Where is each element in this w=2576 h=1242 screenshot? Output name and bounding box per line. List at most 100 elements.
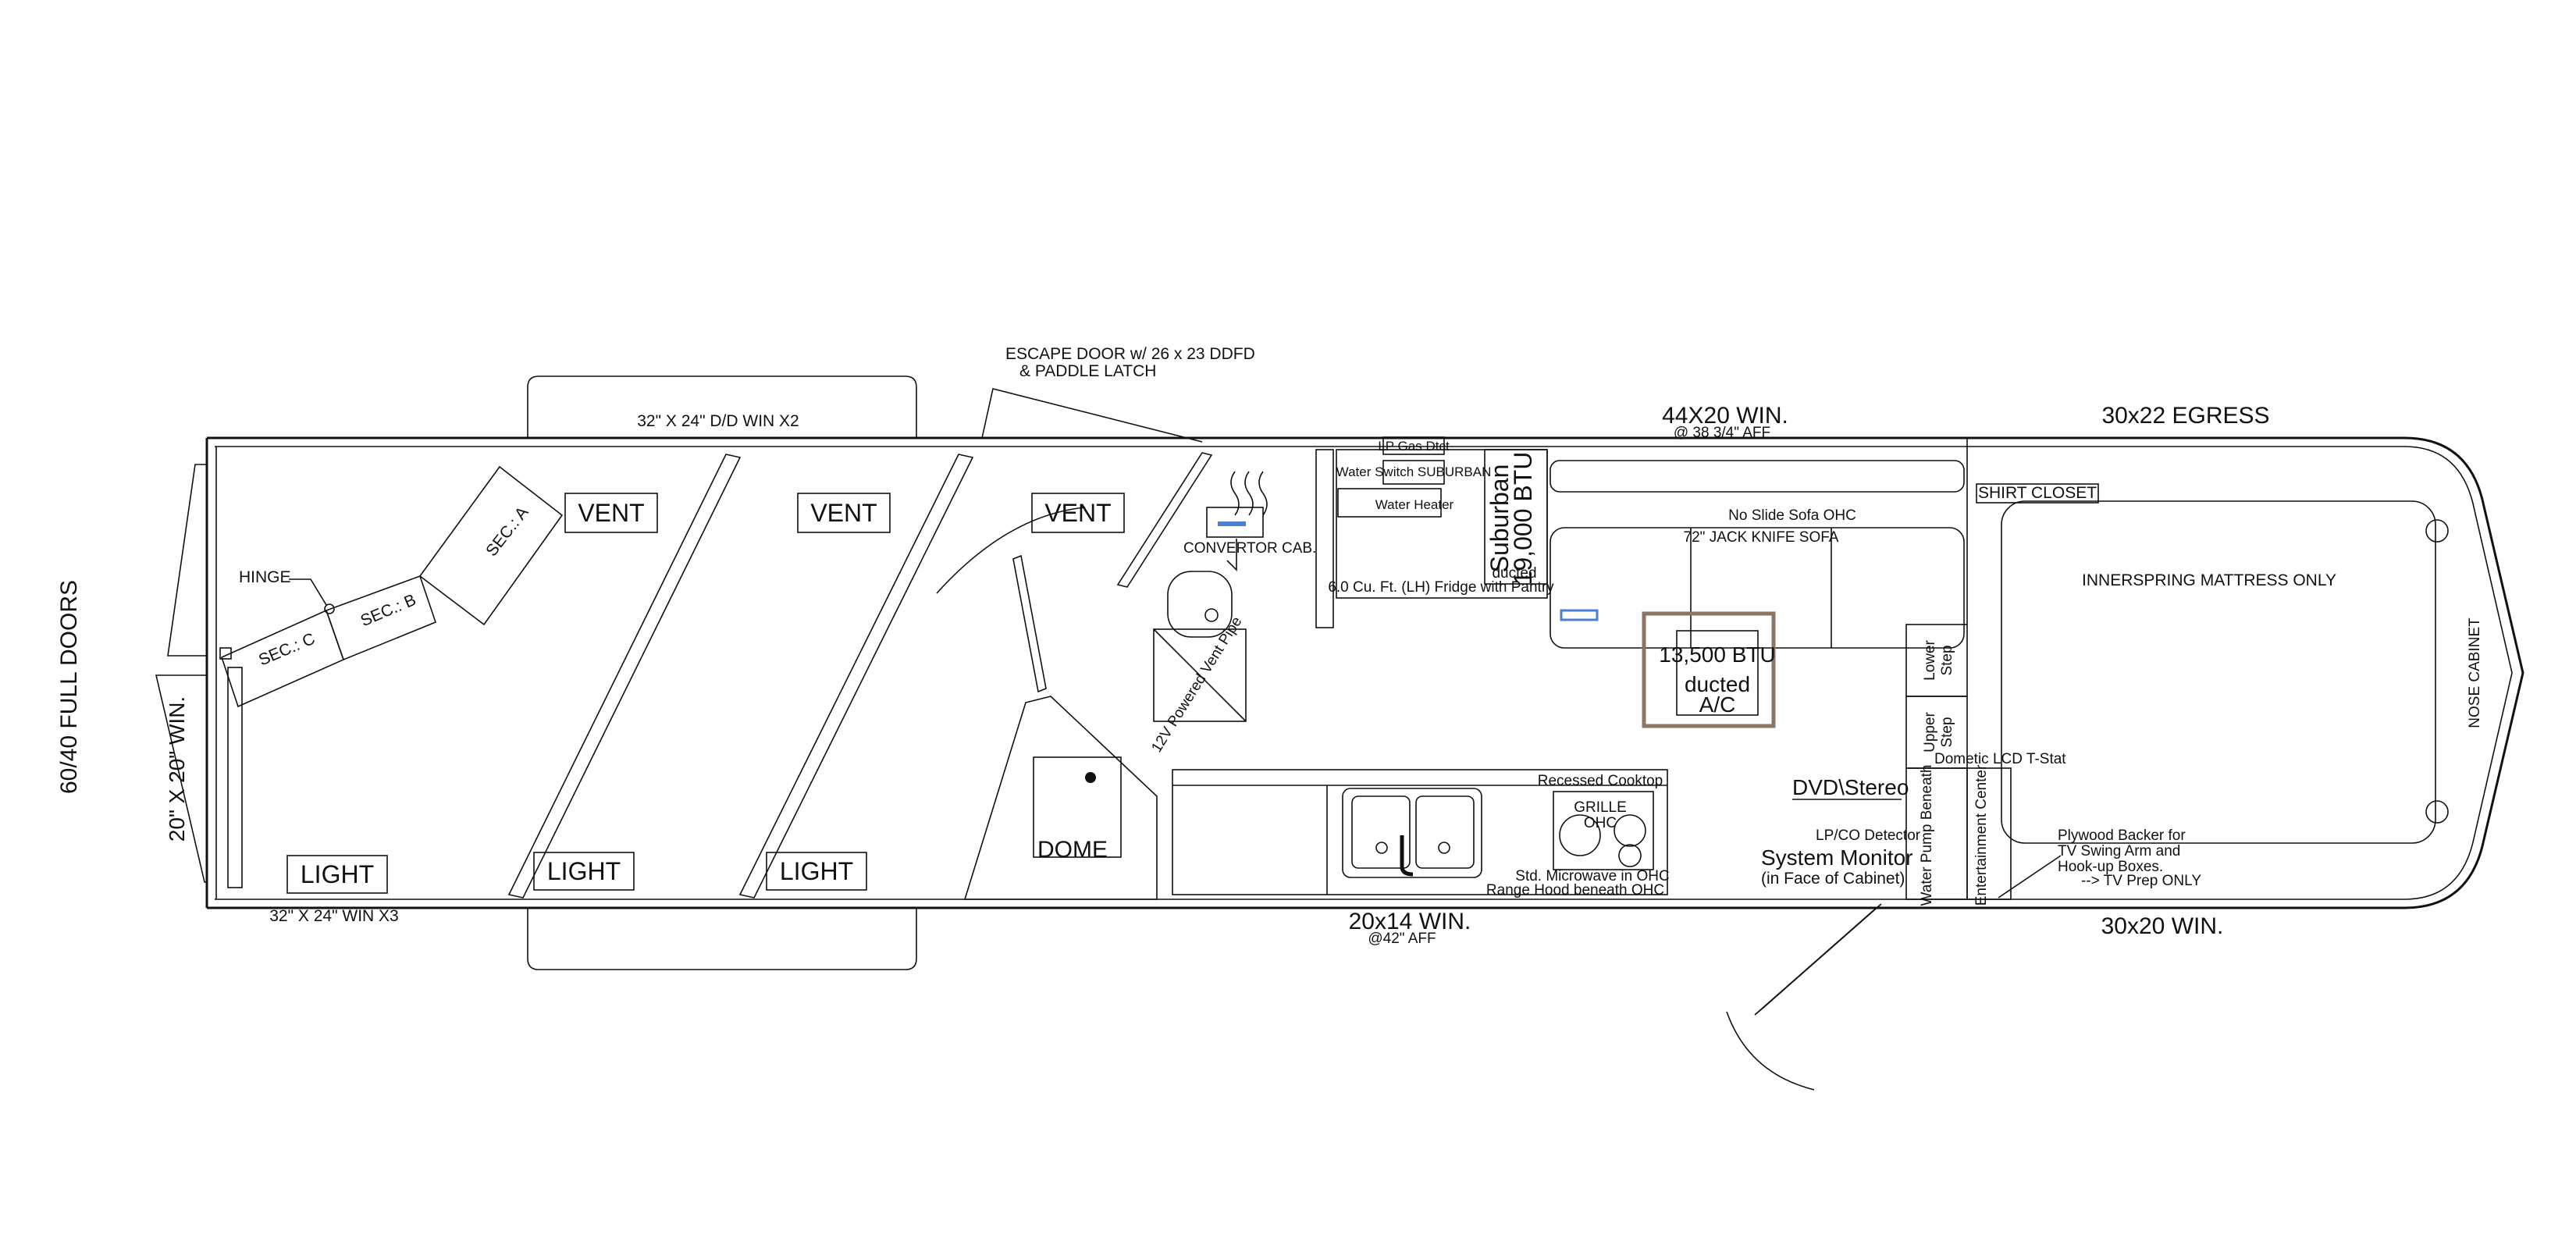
dome-label: DOME xyxy=(1037,837,1108,863)
plywood-label-3: Hook-up Boxes. xyxy=(2058,859,2163,875)
window-20x14-label: 20x14 WIN. xyxy=(1349,909,1471,934)
light-label-2: LIGHT xyxy=(547,857,621,885)
system-monitor-label: System Monitor xyxy=(1761,845,1913,870)
nose-outer xyxy=(2403,436,2524,909)
stall-dividers xyxy=(221,454,974,899)
faucet xyxy=(1400,835,1414,877)
rear-door-lower xyxy=(155,674,207,883)
dvd-label: DVD\Stereo xyxy=(1792,775,1909,799)
upper-step-label-a: Upper xyxy=(1922,711,1938,752)
heat-icon xyxy=(1230,471,1268,516)
plywood-label-1: Plywood Backer for xyxy=(2058,827,2186,844)
nose-cabinet-label: NOSE CABINET xyxy=(2467,617,2483,728)
bottom-window-label: 32" X 24" WIN X3 xyxy=(269,907,398,925)
sofa-ohc-label: No Slide Sofa OHC xyxy=(1728,507,1856,524)
divider-section-a xyxy=(418,465,564,626)
converter-label: CONVERTOR CAB. xyxy=(1183,540,1316,557)
water-switch-label: Water Switch SUBURBAN xyxy=(1336,464,1492,479)
sofa-seat xyxy=(1550,527,1965,649)
wall-stub xyxy=(1315,449,1334,628)
mattress-label: INNERSPRING MATTRESS ONLY xyxy=(2082,571,2336,589)
burner-right-2 xyxy=(1618,844,1642,867)
window-44-aff: @ 38 3/4" AFF xyxy=(1674,425,1770,441)
entertainment-center-label: Entertainment Center xyxy=(1973,764,1990,906)
sink-bowl-right xyxy=(1415,795,1475,869)
rear-door-post xyxy=(227,667,243,888)
bottom-window-bay xyxy=(527,908,917,970)
light-box-3 xyxy=(766,852,867,891)
light-label-1: LIGHT xyxy=(301,860,374,888)
water-switch xyxy=(1382,460,1445,485)
light-box-2 xyxy=(533,852,635,891)
vent-label-1: VENT xyxy=(578,499,644,527)
exterior-walls xyxy=(205,436,2524,909)
vent-pipe-box xyxy=(1153,628,1247,722)
burner-right-1 xyxy=(1614,814,1646,847)
door-swing-arc xyxy=(936,507,1086,594)
divider-2 xyxy=(507,454,742,899)
sofa-outlet xyxy=(1560,609,1599,621)
tv-prep-label: --> TV Prep ONLY xyxy=(2081,873,2201,889)
cooktop-label: Recessed Cooktop xyxy=(1538,773,1663,789)
window-30x20-label: 30x20 WIN. xyxy=(2101,913,2224,939)
shirt-closet-label: SHIRT CLOSET xyxy=(1978,484,2097,502)
egress-label: 30x22 EGRESS xyxy=(2101,403,2269,429)
sink-bowl-left xyxy=(1351,795,1411,869)
vent-box-1 xyxy=(564,493,658,533)
plywood-leader xyxy=(1998,855,2062,899)
mattress xyxy=(2001,500,2436,844)
lower-step-label-b: Step xyxy=(1939,645,1955,675)
lpco-label: LP/CO Detector xyxy=(1816,827,1921,844)
paddle-latch-label: & PADDLE LATCH xyxy=(1019,362,1156,380)
ac-ducted-label: ducted xyxy=(1685,672,1750,696)
furnace-label-a: Suburban xyxy=(1485,464,1514,573)
escape-door xyxy=(981,388,1203,443)
vent-pipe-diagonal xyxy=(1153,628,1247,722)
furnace-label-c: ducted xyxy=(1492,565,1536,582)
rear-doors xyxy=(155,464,243,888)
plywood-label-2: TV Swing Arm and xyxy=(2058,843,2180,859)
ac-label: A/C xyxy=(1699,692,1736,717)
rear-door-upper xyxy=(167,464,207,657)
ohc-label: OHC xyxy=(1584,815,1617,831)
light-label-3: LIGHT xyxy=(780,857,853,885)
converter-cabinet xyxy=(1206,507,1264,538)
tack-room xyxy=(963,696,1158,900)
escape-door-label: ESCAPE DOOR w/ 26 x 23 DDFD xyxy=(1005,345,1255,363)
section-a-label: SEC.: A xyxy=(482,504,532,560)
grill-label: GRILLE xyxy=(1574,799,1627,816)
upper-step-label-b: Step xyxy=(1939,717,1955,747)
galley-counter xyxy=(1172,769,1668,895)
furnace-label-b: 19,000 BTU xyxy=(1509,452,1537,585)
dome-box xyxy=(1033,756,1122,858)
window-20x14-aff: @42" AFF xyxy=(1368,931,1436,947)
tstat-label: Dometic LCD T-Stat xyxy=(1934,751,2066,767)
ac-btu-label: 13,500 BTU xyxy=(1659,642,1775,667)
sink-outline xyxy=(1342,788,1482,878)
sofa-label: 72" JACK KNIFE SOFA xyxy=(1684,529,1839,546)
nightstand-top xyxy=(2425,519,2449,543)
door-leaf xyxy=(1012,554,1047,693)
system-monitor-sub-label: (in Face of Cabinet) xyxy=(1761,870,1905,888)
ac-outline xyxy=(1642,611,1776,728)
sofa-back xyxy=(1550,460,1965,493)
range-hood-label: Range Hood beneath OHC xyxy=(1486,882,1664,899)
window-44-label: 44X20 WIN. xyxy=(1662,403,1788,429)
top-window-label: 32" X 24" D/D WIN X2 xyxy=(637,412,799,430)
vent-pipe-label: 12V Powered Vent Pipe xyxy=(1148,614,1245,755)
divider-3 xyxy=(738,454,974,899)
section-c-label: SEC.: C xyxy=(256,630,318,670)
full-doors-label: 60/40 FULL DOORS xyxy=(56,580,82,794)
lp-gas-detector xyxy=(1382,436,1445,455)
toilet xyxy=(1167,571,1233,638)
vent-box-2 xyxy=(797,493,891,533)
nose-inner xyxy=(2403,446,2513,900)
water-heater-label: Water Heater xyxy=(1375,497,1454,512)
water-pump-label: Water Pump Beneath xyxy=(1919,765,1935,906)
drain-left xyxy=(1375,842,1388,854)
ac-unit xyxy=(1676,630,1759,716)
water-heater xyxy=(1337,488,1442,518)
hinge-label: HINGE xyxy=(239,568,291,586)
entry-door-swing xyxy=(1726,1011,1815,1091)
